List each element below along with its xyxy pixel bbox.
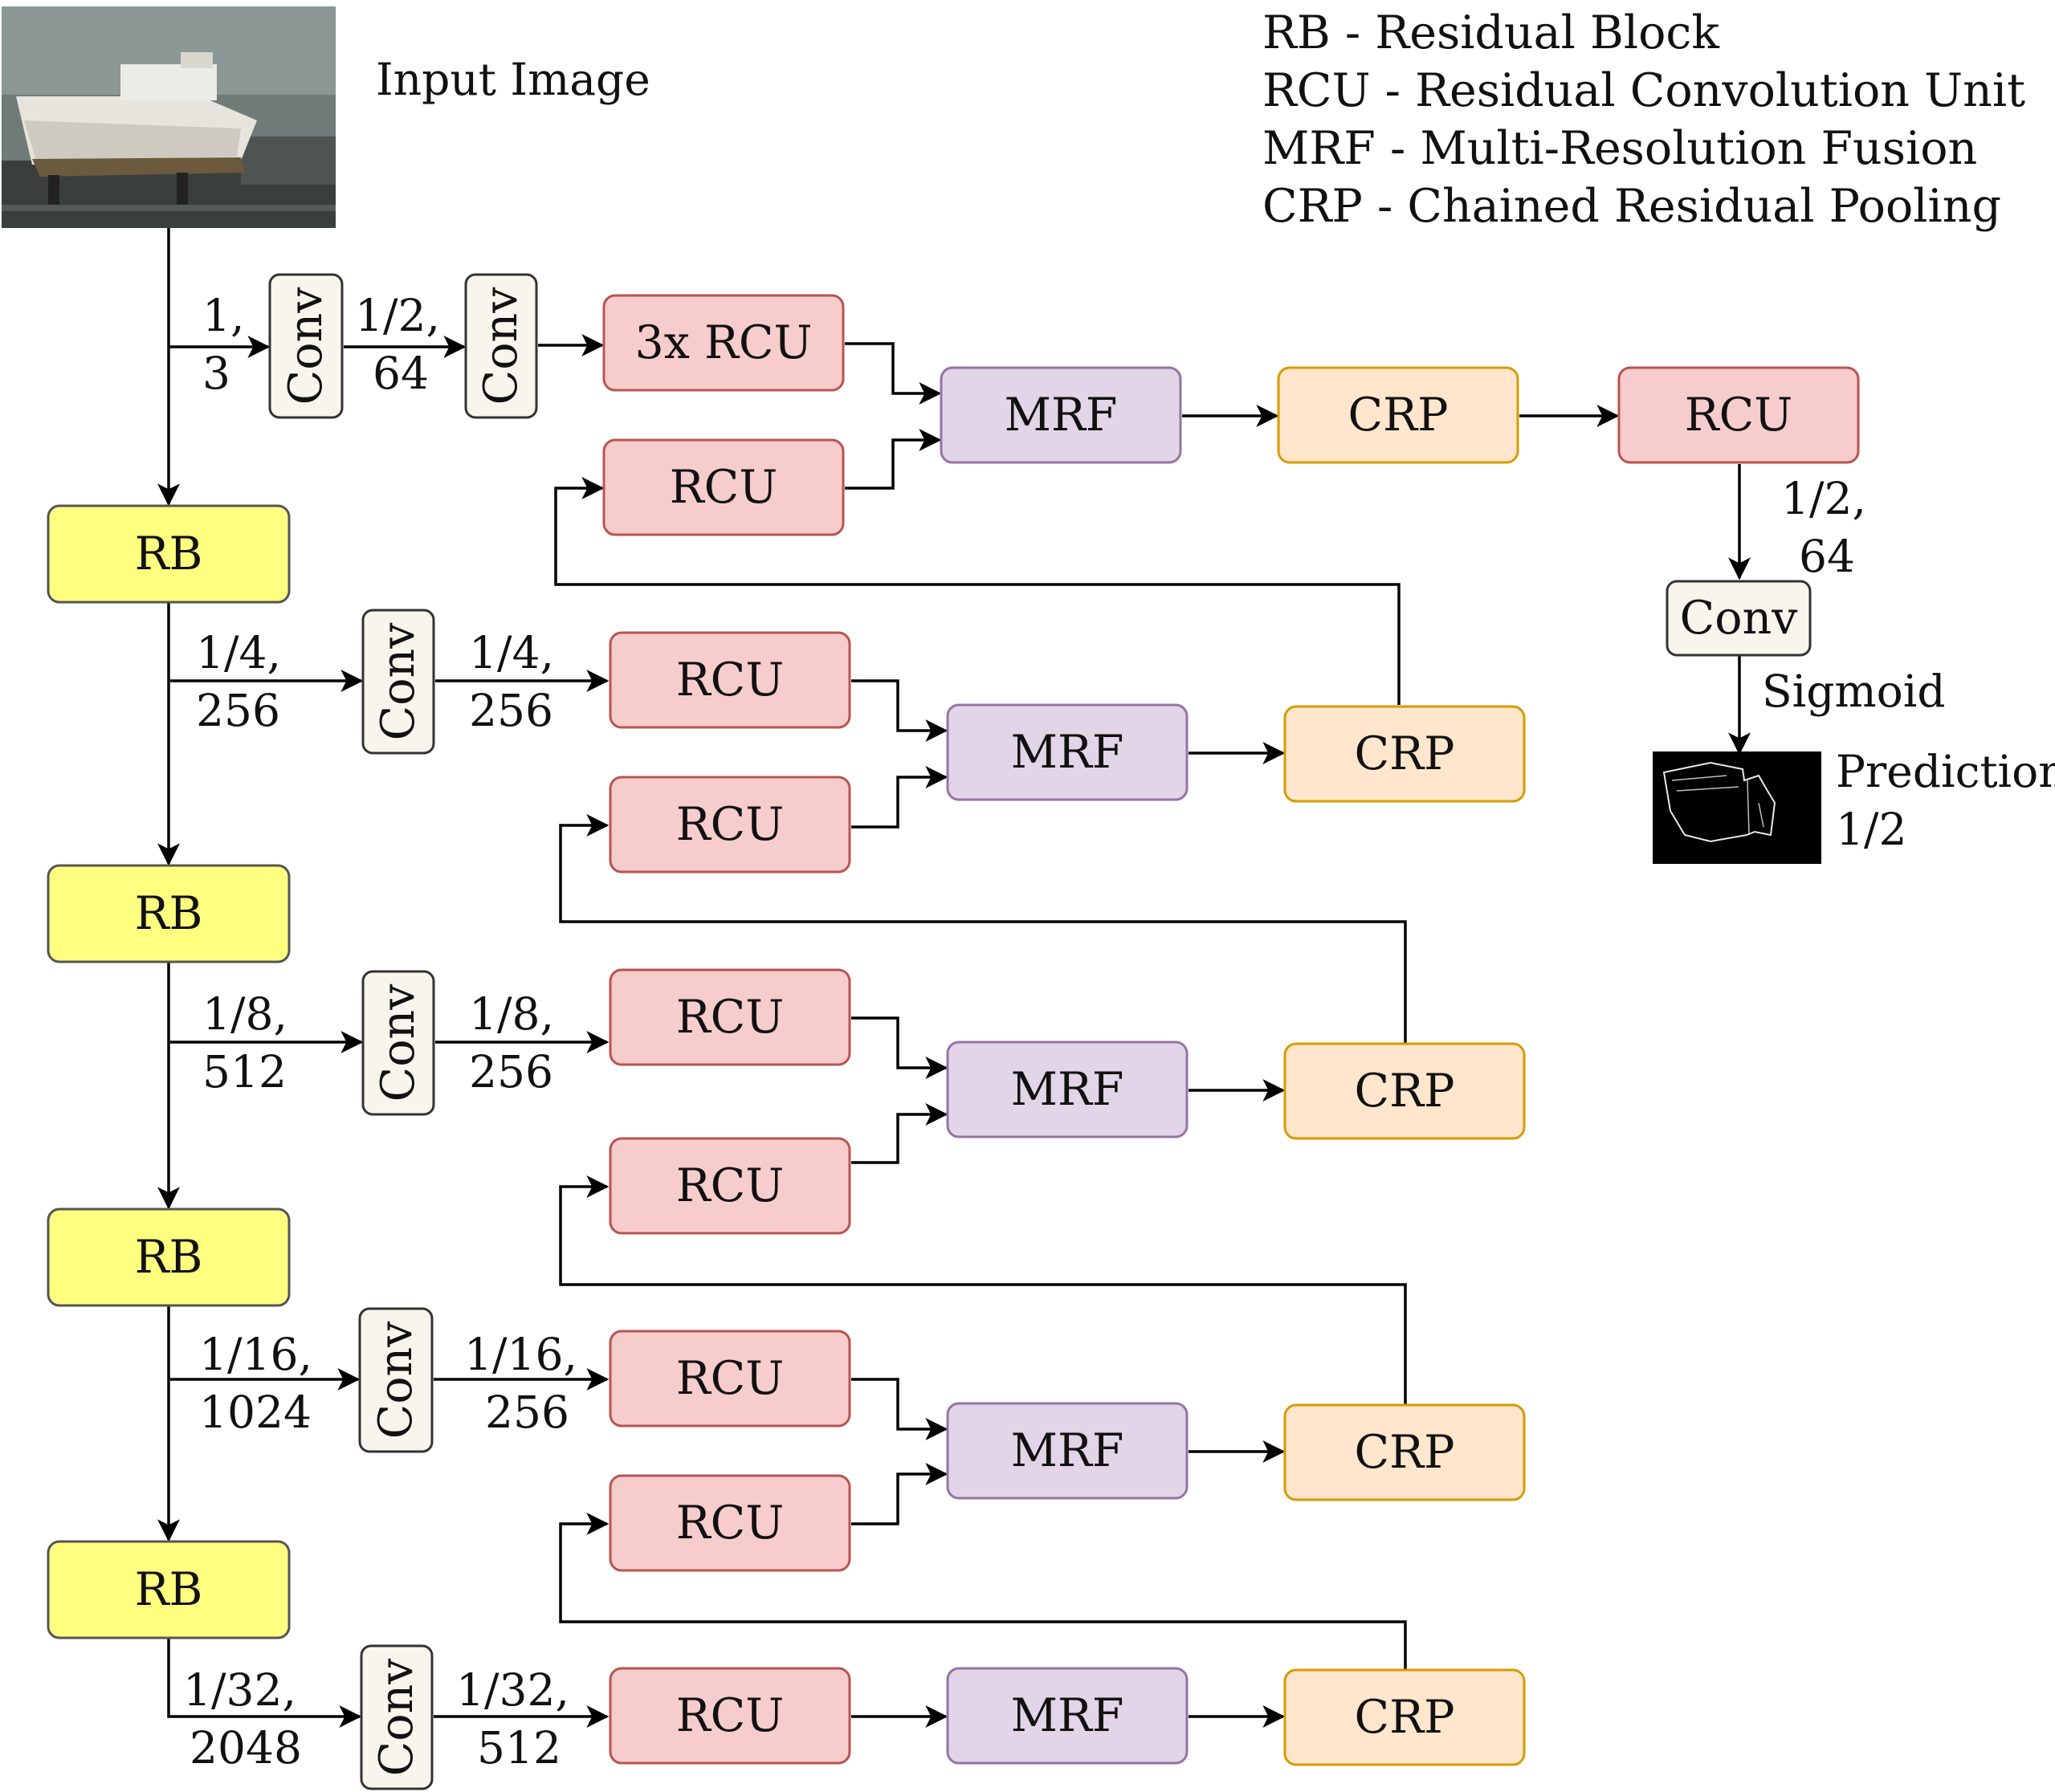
mrf-block-label: MRF	[1011, 1063, 1124, 1116]
edge-label-row3-in-scale: 1/16,	[199, 1329, 312, 1380]
legend-item-rcu: RCU - Residual Convolution Unit	[1262, 64, 2025, 117]
rcu3-block-label: 3x RCU	[634, 316, 812, 369]
mrf-block-row-3: MRF	[946, 1402, 1189, 1500]
input-image-label: Input Image	[376, 54, 650, 105]
crp-block-label: CRP	[1355, 727, 1455, 780]
conv-block-label: Conv	[475, 287, 528, 405]
crp-block-label: CRP	[1355, 1065, 1455, 1118]
legend-item-rb: RB - Residual Block	[1262, 6, 1719, 59]
edge-label-row1-out-channels: 256	[469, 685, 553, 736]
crp-block-row-1: CRP	[1283, 705, 1526, 803]
rcu-block-row-2-lower: RCU	[609, 1137, 851, 1235]
rb-block-4: RB	[47, 1540, 291, 1639]
conv-block-top-1: Conv	[268, 273, 344, 419]
rb-block-3: RB	[47, 1208, 291, 1307]
mrf-block-label: MRF	[1005, 389, 1118, 442]
rcu-block-row-2-upper: RCU	[609, 968, 851, 1066]
edge-label-output-channels: 64	[1799, 531, 1855, 582]
conv-block-row-4: Conv	[360, 1644, 434, 1790]
rcu-block-output: RCU	[1617, 366, 1860, 464]
rb-block-label: RB	[135, 1231, 203, 1284]
mrf-block-row-1: MRF	[946, 703, 1189, 801]
edge-label-row3-in-channels: 1024	[199, 1387, 312, 1438]
mrf-block-row-2: MRF	[946, 1041, 1189, 1138]
edge-label-input-channels: 3	[202, 348, 230, 399]
crp-block-label: CRP	[1348, 389, 1449, 442]
edge-label-row4-out-scale: 1/32,	[456, 1664, 569, 1716]
crp-block-row-3: CRP	[1283, 1403, 1526, 1501]
rb-block-1: RB	[47, 504, 291, 604]
conv-block-label: Conv	[279, 287, 332, 405]
conv-block-output: Conv	[1666, 580, 1812, 657]
edge-label-row2-out-channels: 256	[469, 1046, 553, 1098]
legend-item-mrf: MRF - Multi-Resolution Fusion	[1262, 122, 1977, 175]
mrf-block-row-4: MRF	[946, 1667, 1189, 1765]
rcu-block-top-lower: RCU	[602, 438, 845, 536]
connections	[157, 228, 1751, 1728]
rb-block-label: RB	[135, 1563, 203, 1616]
conv-block-row-3: Conv	[358, 1307, 434, 1453]
conv-block-label: Conv	[370, 1658, 423, 1777]
rcu-block-label: RCU	[676, 654, 785, 707]
edge-labels: 1, 3 1/2, 64 1/4, 256 1/4, 256 1/8, 512 …	[183, 290, 1946, 1774]
edge-label-row1-out-scale: 1/4,	[469, 627, 554, 678]
mrf-block-top: MRF	[940, 366, 1182, 464]
rcu-block-label: RCU	[676, 1352, 785, 1405]
edge-label-row2-in-scale: 1/8,	[202, 988, 287, 1040]
edge-label-row1-in-channels: 256	[196, 685, 280, 736]
rb-block-label: RB	[135, 527, 203, 580]
rcu-block-label: RCU	[676, 1497, 785, 1550]
rcu-block-label: RCU	[676, 798, 785, 851]
edge-label-row3-out-scale: 1/16,	[464, 1329, 577, 1380]
edge-label-output-scale: 1/2,	[1781, 473, 1866, 524]
conv-block-row-1: Conv	[361, 609, 435, 755]
conv-block-row-2: Conv	[361, 970, 435, 1116]
sigmoid-label: Sigmoid	[1762, 666, 1946, 717]
legend: RB - Residual Block RCU - Residual Convo…	[1262, 6, 2025, 233]
crp-block-row-4: CRP	[1283, 1668, 1526, 1766]
edge-label-row1-in-scale: 1/4,	[196, 627, 281, 678]
rcu-block-row-1-lower: RCU	[609, 776, 851, 874]
rb-block-2: RB	[47, 864, 291, 963]
rcu-block-row-4: RCU	[609, 1667, 851, 1765]
conv-block-top-2: Conv	[464, 273, 538, 419]
prediction-image	[1653, 751, 1821, 864]
rcu-block-row-3-upper: RCU	[609, 1330, 851, 1427]
rcu-block-label: RCU	[1685, 389, 1793, 442]
rcu-block-row-1-upper: RCU	[609, 631, 851, 729]
edge-label-row2-out-scale: 1/8,	[469, 988, 554, 1040]
rcu-block-label: RCU	[676, 1159, 785, 1212]
rcu-block-label: RCU	[670, 461, 778, 514]
crp-block-row-2: CRP	[1283, 1042, 1526, 1140]
mrf-block-label: MRF	[1011, 726, 1124, 779]
conv-block-label: Conv	[372, 622, 425, 741]
prediction-scale-label: 1/2	[1836, 804, 1907, 855]
edge-label-row4-out-channels: 512	[477, 1722, 561, 1774]
input-image	[2, 6, 336, 228]
edge-label-input-scale: 1,	[202, 290, 244, 341]
conv-block-label: Conv	[1680, 592, 1799, 645]
crp-block-label: CRP	[1355, 1426, 1455, 1479]
edge-label-row4-in-channels: 2048	[190, 1722, 302, 1774]
mrf-block-label: MRF	[1011, 1689, 1124, 1742]
rcu-block-row-3-lower: RCU	[609, 1474, 851, 1572]
edge-label-stem-scale: 1/2,	[355, 290, 440, 341]
rcu3-block-top: 3x RCU	[602, 294, 845, 392]
edge-label-row4-in-scale: 1/32,	[183, 1664, 296, 1716]
legend-item-crp: CRP - Chained Residual Pooling	[1262, 180, 2001, 233]
rb-block-label: RB	[135, 887, 203, 940]
crp-block-label: CRP	[1355, 1691, 1455, 1744]
crp-block-top: CRP	[1277, 366, 1519, 464]
mrf-block-label: MRF	[1011, 1424, 1124, 1477]
conv-block-label: Conv	[372, 984, 425, 1102]
rcu-block-label: RCU	[676, 1689, 785, 1742]
edge-label-stem-channels: 64	[373, 348, 429, 399]
edge-label-row3-out-channels: 256	[485, 1387, 569, 1438]
rcu-block-label: RCU	[676, 991, 785, 1044]
conv-block-label: Conv	[369, 1321, 422, 1440]
prediction-label: Prediction	[1836, 746, 2055, 797]
edge-label-row2-in-channels: 512	[202, 1046, 287, 1098]
